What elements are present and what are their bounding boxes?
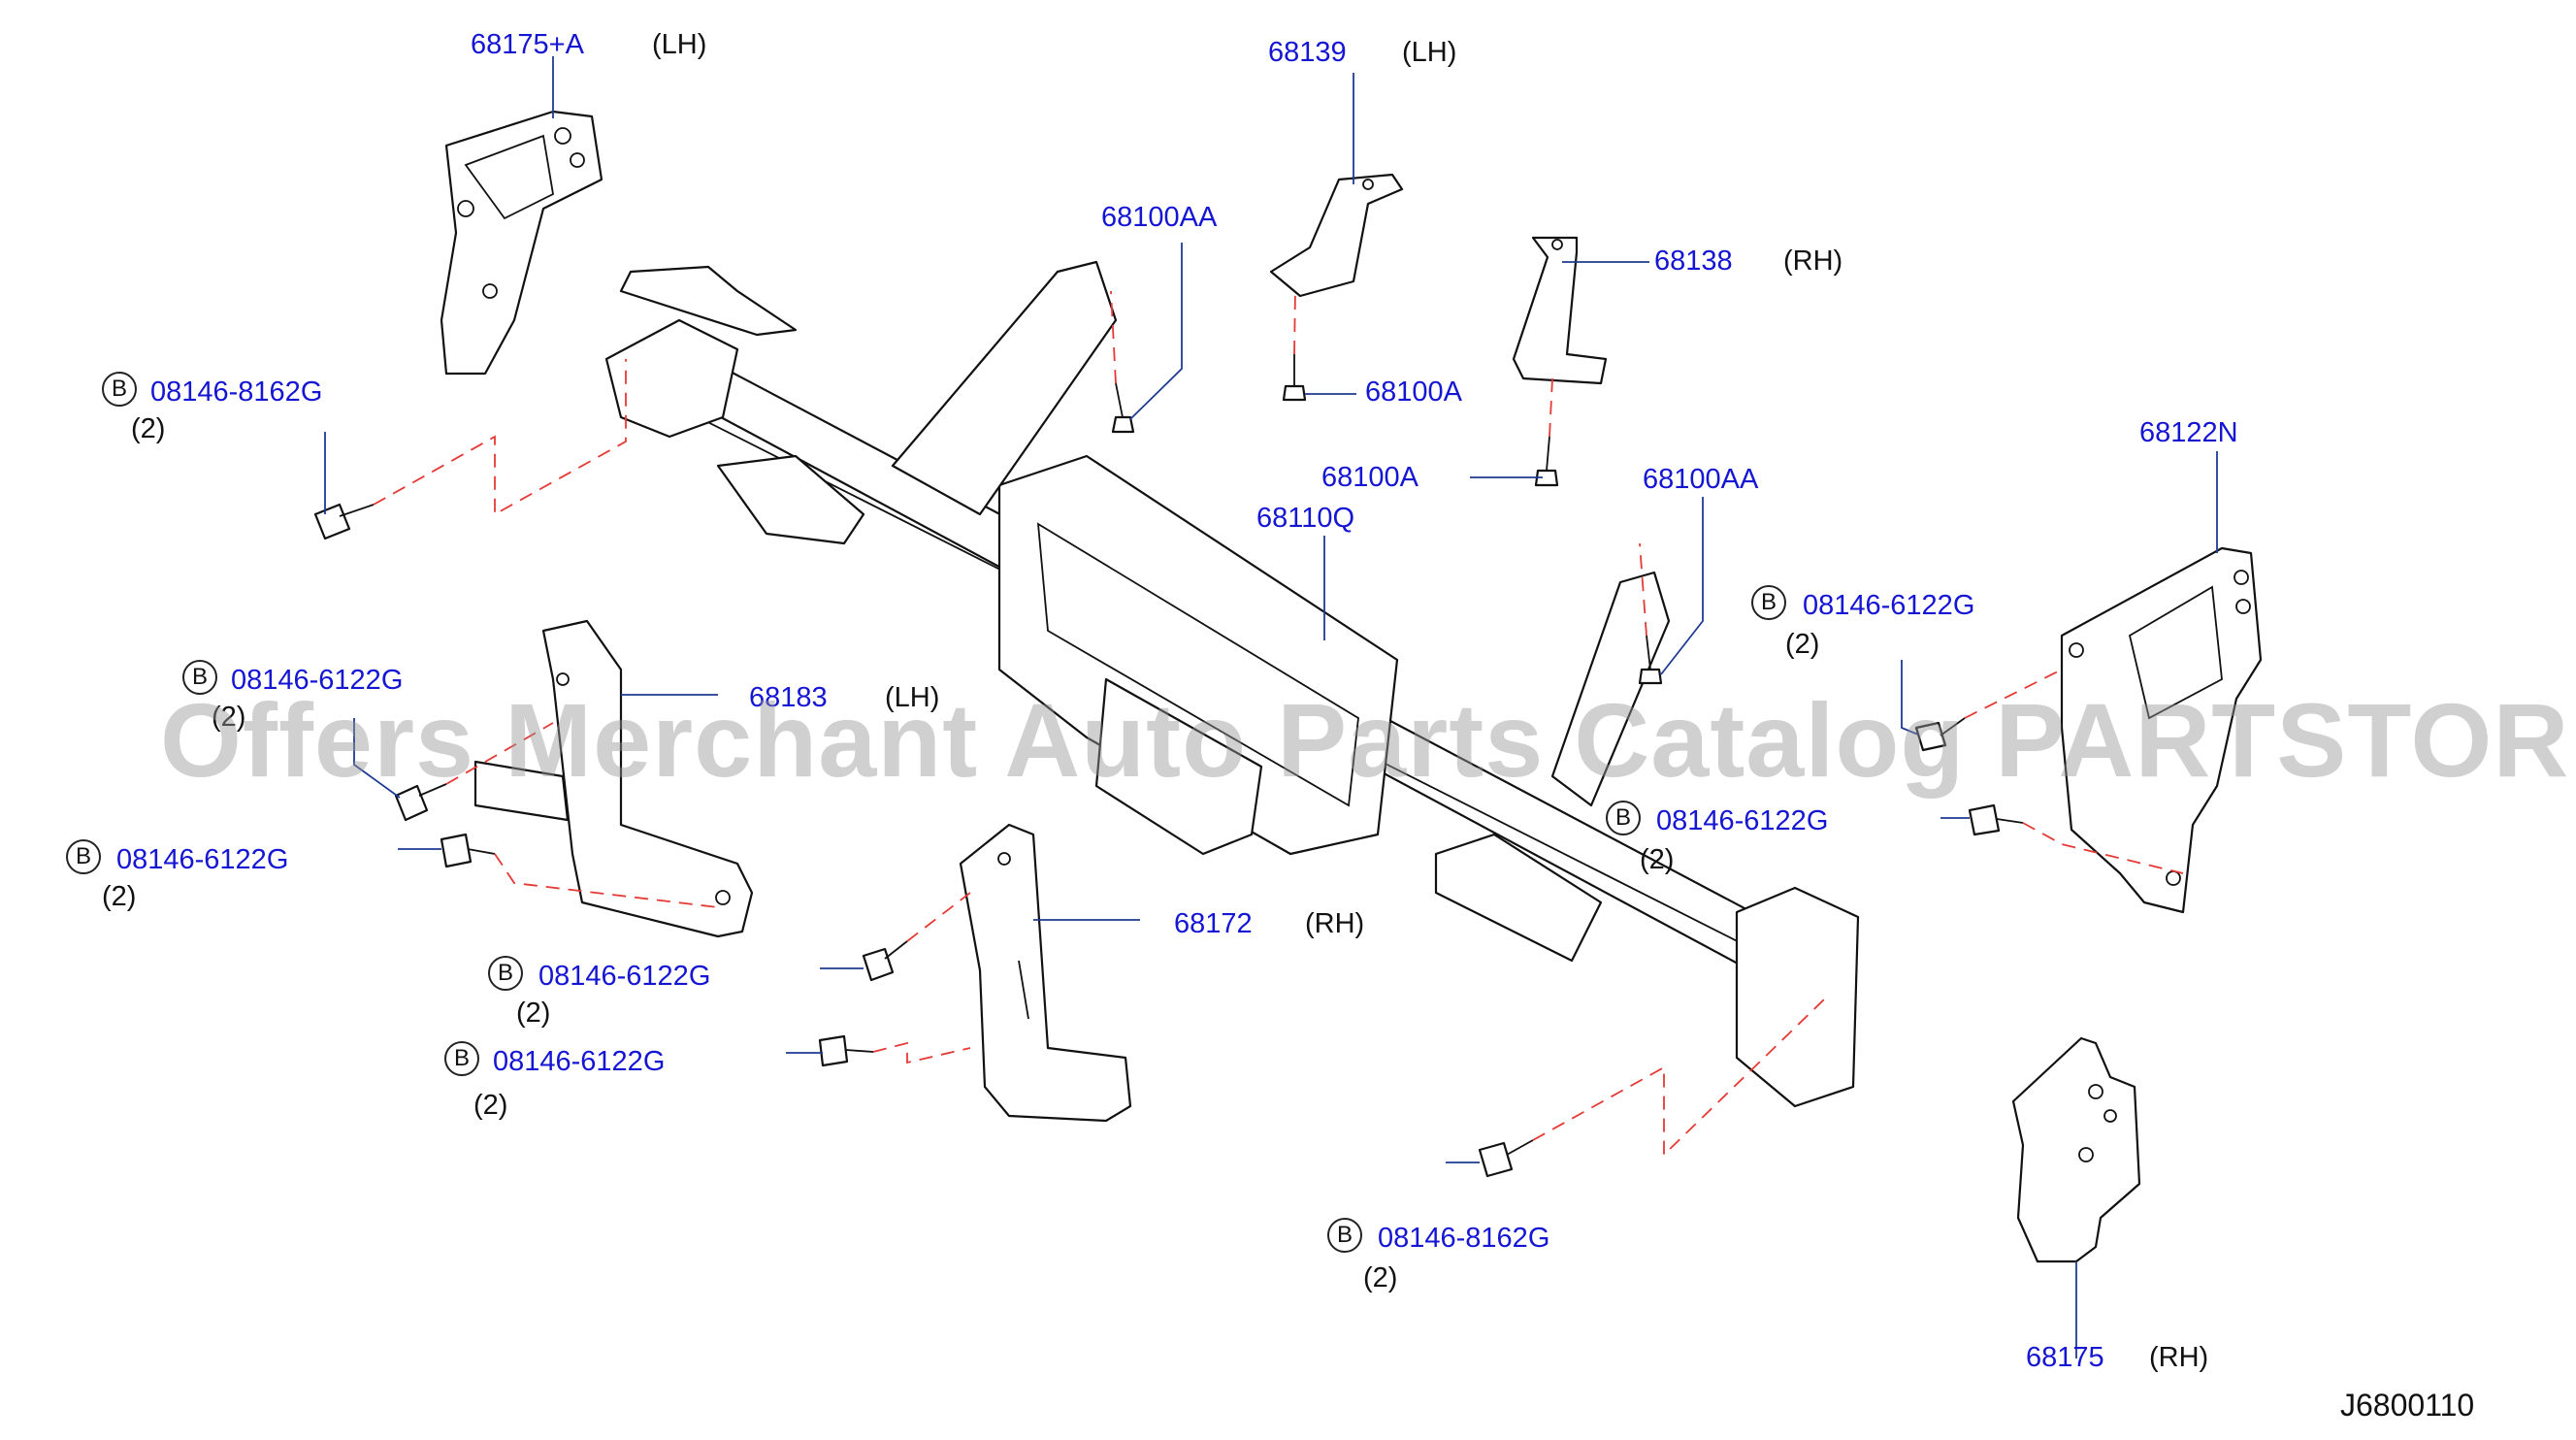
label-68100AA-b[interactable]: 68100AA [1643,464,1759,495]
bolt-08146-8162G-right[interactable] [1478,1139,1534,1178]
badge-b8: B [1327,1218,1362,1253]
diagram-id: J6800110 [2340,1388,2475,1423]
badge-b3: B [66,839,101,874]
label-68175A-side: (LH) [652,29,707,60]
label-68172-side: (RH) [1305,908,1365,939]
label-b6-number[interactable]: 08146-6122G [1803,590,1975,621]
bracket-68175-rh[interactable] [2011,1036,2141,1263]
badge-b4: B [488,956,523,991]
label-68100A-a[interactable]: 68100A [1365,376,1462,408]
label-b3-qty: (2) [102,881,137,912]
label-68139[interactable]: 68139 [1268,37,1347,68]
screw-68100A-a[interactable] [1282,354,1307,402]
label-b1-qty: (2) [131,413,166,444]
bolt-08146-6122G-b5[interactable] [818,1034,874,1067]
bolt-08146-6122G-b3[interactable] [440,833,496,868]
badge-b7: B [1606,801,1641,835]
bolt-08146-6122G-b4[interactable] [862,940,908,982]
label-68138-side: (RH) [1783,245,1843,277]
label-b1-number[interactable]: 08146-8162G [150,376,323,408]
label-b2-qty: (2) [212,702,246,733]
label-b8-number[interactable]: 08146-8162G [1378,1223,1550,1254]
label-b4-number[interactable]: 08146-6122G [538,961,711,992]
bolt-08146-8162G-left[interactable] [313,503,375,540]
bolt-08146-6122G-b7[interactable] [1968,803,2024,836]
label-b7-number[interactable]: 08146-6122G [1656,805,1829,836]
label-b4-qty: (2) [516,998,551,1029]
label-b5-qty: (2) [473,1090,508,1121]
label-b5-number[interactable]: 08146-6122G [493,1046,666,1077]
badge-b6: B [1751,585,1786,620]
label-b7-qty: (2) [1640,844,1675,875]
watermark: Offers Merchant Auto Parts Catalog PARTS… [160,681,2576,799]
panel-68122N-rh[interactable] [2060,546,2263,914]
badge-b5: B [444,1041,479,1076]
label-68175A[interactable]: 68175+A [471,29,584,60]
steering-member-68110Q[interactable] [604,260,1860,1108]
label-68183-side: (LH) [885,682,940,713]
bracket-68138-rh[interactable] [1512,236,1608,385]
badge-b1: B [102,372,137,407]
bracket-68172-rh[interactable] [959,823,1132,1123]
label-b8-qty: (2) [1363,1262,1398,1293]
label-68110Q[interactable]: 68110Q [1256,503,1355,534]
screw-68100AA-b[interactable] [1638,635,1663,685]
label-68100AA-a[interactable]: 68100AA [1101,202,1218,233]
bolt-08146-6122G-b2[interactable] [394,783,447,822]
label-68172[interactable]: 68172 [1174,908,1253,939]
label-b3-number[interactable]: 08146-6122G [116,844,289,875]
screw-68100AA-a[interactable] [1111,382,1135,434]
label-68138[interactable]: 68138 [1654,245,1733,277]
bolt-08146-6122G-b6[interactable] [1914,717,1966,752]
badge-b2: B [182,660,217,695]
bracket-68175A-lh[interactable] [440,110,603,376]
bracket-68183-lh[interactable] [473,619,754,938]
label-68183[interactable]: 68183 [749,682,828,713]
label-b6-qty: (2) [1785,629,1820,660]
bracket-68139-lh[interactable] [1269,173,1404,298]
label-68175[interactable]: 68175 [2026,1342,2104,1373]
screw-68100A-b[interactable] [1534,436,1559,487]
label-68122N[interactable]: 68122N [2139,417,2238,448]
label-68139-side: (LH) [1402,37,1457,68]
label-68175-side: (RH) [2149,1342,2209,1373]
label-b2-number[interactable]: 08146-6122G [231,665,404,696]
label-68100A-b[interactable]: 68100A [1321,462,1418,493]
